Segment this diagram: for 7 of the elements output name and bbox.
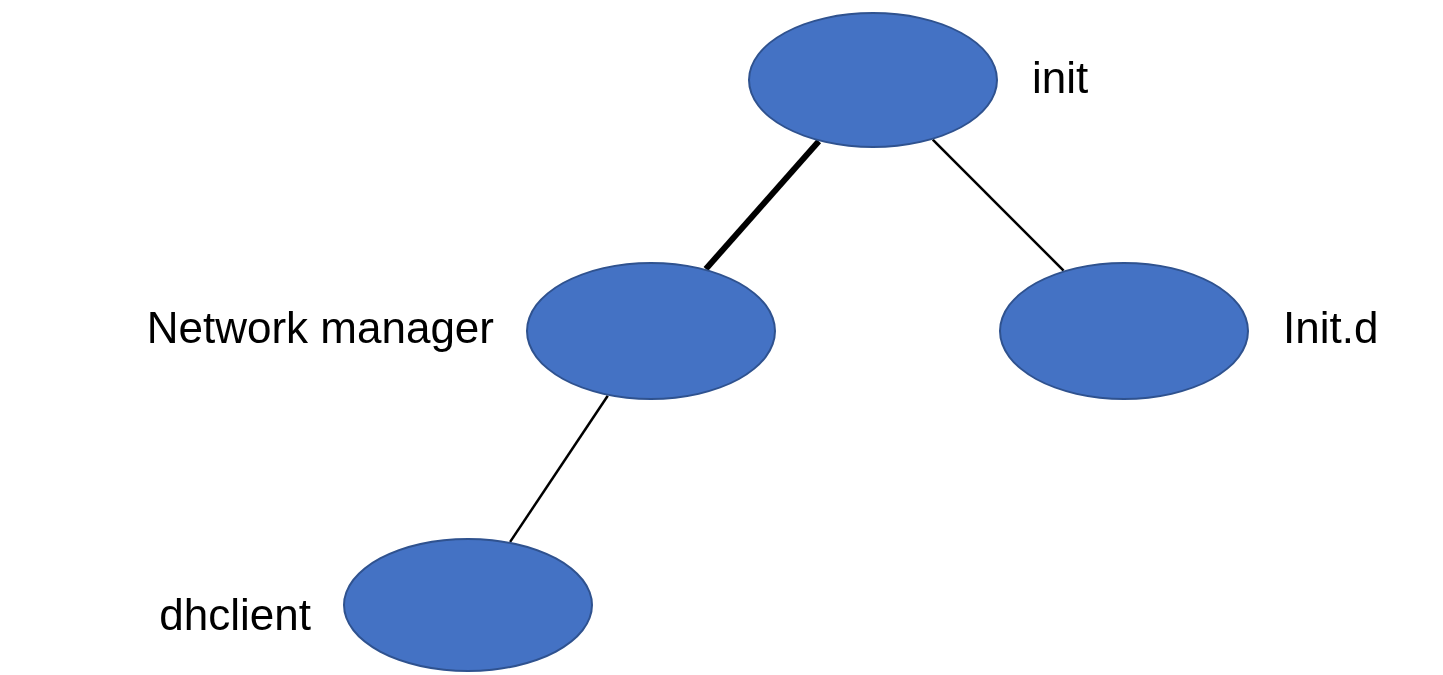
node-caption: Init.d — [1283, 306, 1379, 350]
connector-line — [703, 139, 822, 271]
connector-line — [509, 395, 609, 543]
node-caption: Network manager — [146, 306, 494, 350]
connector-line — [931, 138, 1065, 272]
node-caption: init — [1032, 56, 1089, 100]
node-caption: dhclient — [159, 593, 311, 637]
